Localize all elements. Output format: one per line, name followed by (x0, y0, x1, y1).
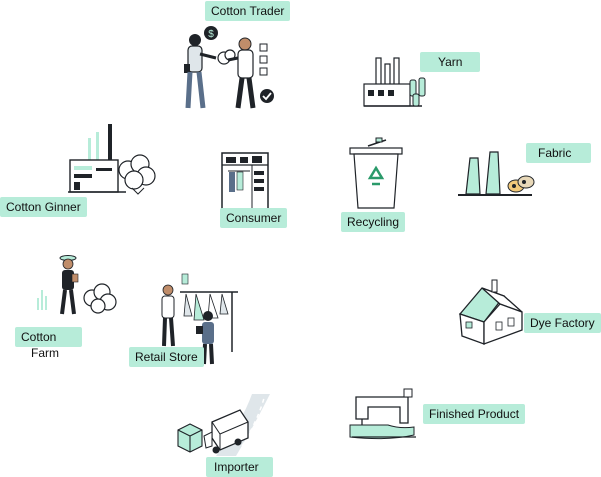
recycling-bin-icon (349, 137, 403, 209)
fabric-rolls-icon (458, 151, 535, 196)
farmer-cotton-icon (37, 255, 117, 315)
delivery-truck-icon (177, 394, 270, 456)
retail-store-label: Retail Store (129, 347, 204, 367)
traders-shaking-hands-icon: $ (184, 26, 274, 109)
consumer-label: Consumer (220, 208, 288, 228)
dye-factory-label: Dye Factory (524, 313, 601, 333)
cotton-farm-label-line2: Farm (31, 346, 59, 360)
cotton-ginner-label: Cotton Ginner (0, 197, 87, 217)
sewing-machine-icon (349, 388, 416, 440)
yarn-factory-icon (363, 57, 426, 107)
clothing-rack-shoppers-icon (161, 273, 238, 365)
recycling-label: Recycling (341, 212, 406, 232)
fabric-label: Fabric (526, 143, 592, 163)
wardrobe-icon (221, 152, 269, 210)
ginning-factory-icon (68, 124, 156, 195)
yarn-label: Yarn (420, 52, 481, 72)
finished-product-label: Finished Product (423, 404, 526, 424)
cotton-farm-label-line1: Cotton (15, 327, 83, 347)
importer-label: Importer (206, 457, 273, 477)
cotton-trader-label: Cotton Trader (205, 1, 291, 21)
svg-text:$: $ (208, 29, 214, 40)
dye-house-icon (458, 279, 523, 345)
